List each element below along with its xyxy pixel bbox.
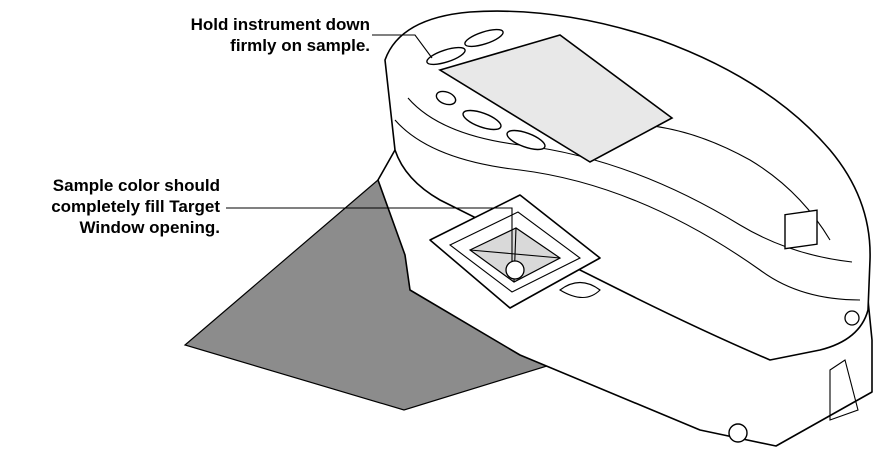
callout-hold-instrument: Hold instrument down firmly on sample. xyxy=(191,14,370,56)
button-top-left[interactable] xyxy=(425,44,467,68)
button-side-small[interactable] xyxy=(435,89,458,107)
side-knob[interactable] xyxy=(728,423,748,443)
target-aperture xyxy=(505,260,525,280)
leader-hold xyxy=(372,34,433,59)
display-screen xyxy=(438,34,674,163)
base-tab xyxy=(829,359,859,421)
shell-contour-2 xyxy=(407,97,853,263)
button-front-2[interactable] xyxy=(505,127,547,154)
callout-hold-line-2: firmly on sample. xyxy=(230,36,370,55)
leader-sample xyxy=(226,207,513,262)
callout-sample-color: Sample color should completely fill Targ… xyxy=(51,175,220,238)
button-top-right[interactable] xyxy=(463,26,505,50)
power-jack[interactable] xyxy=(844,310,860,326)
target-window xyxy=(429,194,601,309)
callout-sample-line-3: Window opening. xyxy=(79,218,220,237)
callout-sample-line-2: completely fill Target xyxy=(51,197,220,216)
shell-contour xyxy=(394,119,861,301)
button-front-1[interactable] xyxy=(461,107,503,134)
callout-sample-line-1: Sample color should xyxy=(52,176,220,195)
data-port[interactable] xyxy=(784,209,818,250)
callout-hold-line-1: Hold instrument down xyxy=(190,15,370,34)
base-slot xyxy=(559,281,601,299)
